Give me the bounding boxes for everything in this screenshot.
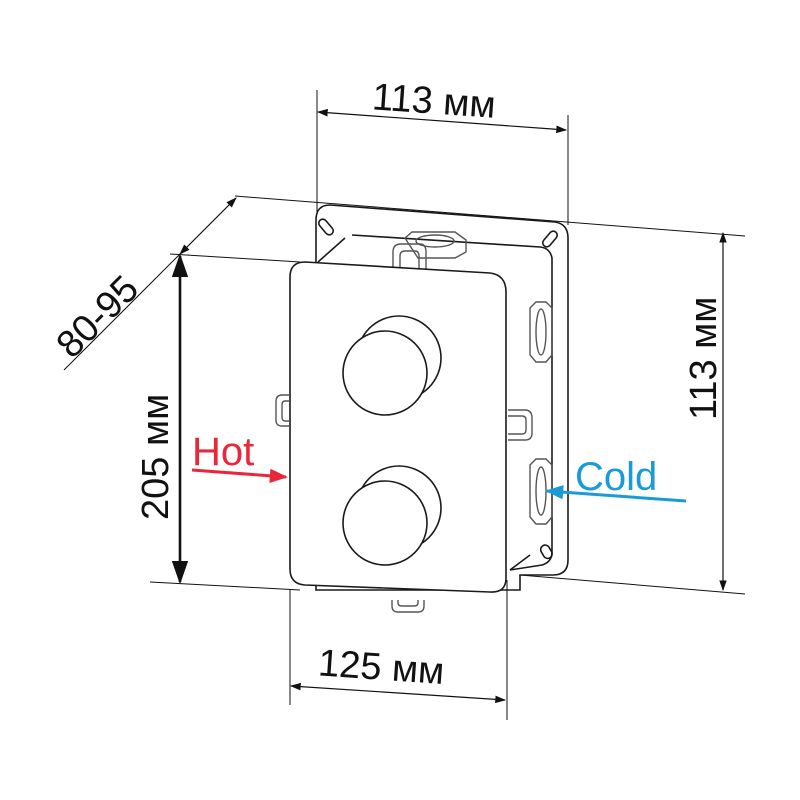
mounting-slot-icon bbox=[317, 218, 335, 236]
dim-bottom-width-label: 125 мм bbox=[317, 642, 446, 693]
bottom-clip bbox=[391, 600, 425, 613]
upper-knob bbox=[342, 315, 442, 416]
right-top-outlet-nut bbox=[529, 301, 553, 363]
front-cover-plate bbox=[289, 261, 507, 593]
hot-inlet-indicator: Hot bbox=[191, 430, 288, 483]
dim-left-height-label: 205 мм bbox=[135, 394, 177, 520]
dim-right-height-label: 113 мм bbox=[683, 297, 725, 420]
right-side-clip bbox=[508, 409, 533, 441]
dim-depth-label: 80-95 bbox=[49, 268, 147, 366]
mounting-slot-icon bbox=[541, 230, 559, 248]
top-outlet-nut bbox=[404, 231, 467, 259]
mounting-box bbox=[275, 204, 569, 613]
hot-label: Hot bbox=[192, 430, 254, 474]
cold-inlet-indicator: Cold bbox=[545, 455, 687, 503]
top-clip bbox=[392, 243, 427, 270]
mounting-slot-icon bbox=[539, 544, 553, 560]
cold-inlet-nut bbox=[529, 458, 553, 525]
dimension-lines bbox=[63, 108, 727, 704]
left-side-clip bbox=[275, 394, 289, 427]
hot-arrow-icon bbox=[191, 468, 288, 483]
dim-top-width-label: 113 мм bbox=[371, 76, 497, 127]
lower-knob bbox=[342, 465, 442, 566]
cold-arrow-icon bbox=[545, 484, 687, 503]
cold-label: Cold bbox=[575, 455, 657, 499]
